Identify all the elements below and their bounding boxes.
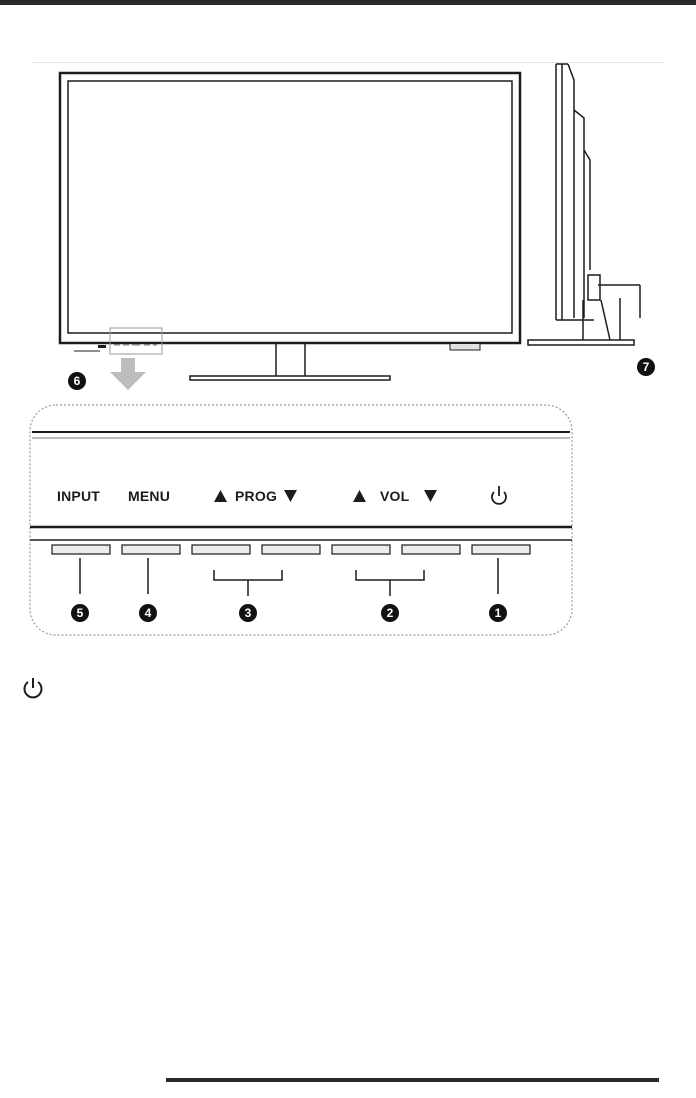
- callout-2: 2: [381, 604, 399, 622]
- callout-1: 1: [489, 604, 507, 622]
- power-icon: [23, 678, 43, 699]
- page-top-bar: [0, 0, 696, 5]
- callout-7: 7: [637, 358, 655, 376]
- figure-top-rule: [32, 62, 664, 63]
- menu-label: MENU: [128, 488, 171, 504]
- control-panel-zoom: [29, 404, 573, 636]
- triangle-down-icon: [284, 490, 297, 502]
- callout-4: 4: [139, 604, 157, 622]
- triangle-down-icon: [424, 490, 437, 502]
- prog-label: PROG: [235, 488, 278, 504]
- callout-5: 5: [71, 604, 89, 622]
- triangle-up-icon: [214, 490, 227, 502]
- tv-side-view: [527, 63, 641, 346]
- triangle-up-icon: [353, 490, 366, 502]
- input-label: INPUT: [57, 488, 100, 504]
- triangle-icons: [214, 490, 437, 502]
- vol-label: VOL: [380, 488, 410, 504]
- power-icon: [491, 486, 507, 505]
- tv-front-view: [58, 71, 522, 381]
- down-arrow-icon: [110, 358, 146, 390]
- tv-illustration: [29, 63, 641, 636]
- leader-lines: [79, 558, 499, 596]
- callout-3: 3: [239, 604, 257, 622]
- callout-6: 6: [68, 372, 86, 390]
- panel-buttons: [51, 544, 531, 555]
- page-bottom-rule: [166, 1078, 659, 1082]
